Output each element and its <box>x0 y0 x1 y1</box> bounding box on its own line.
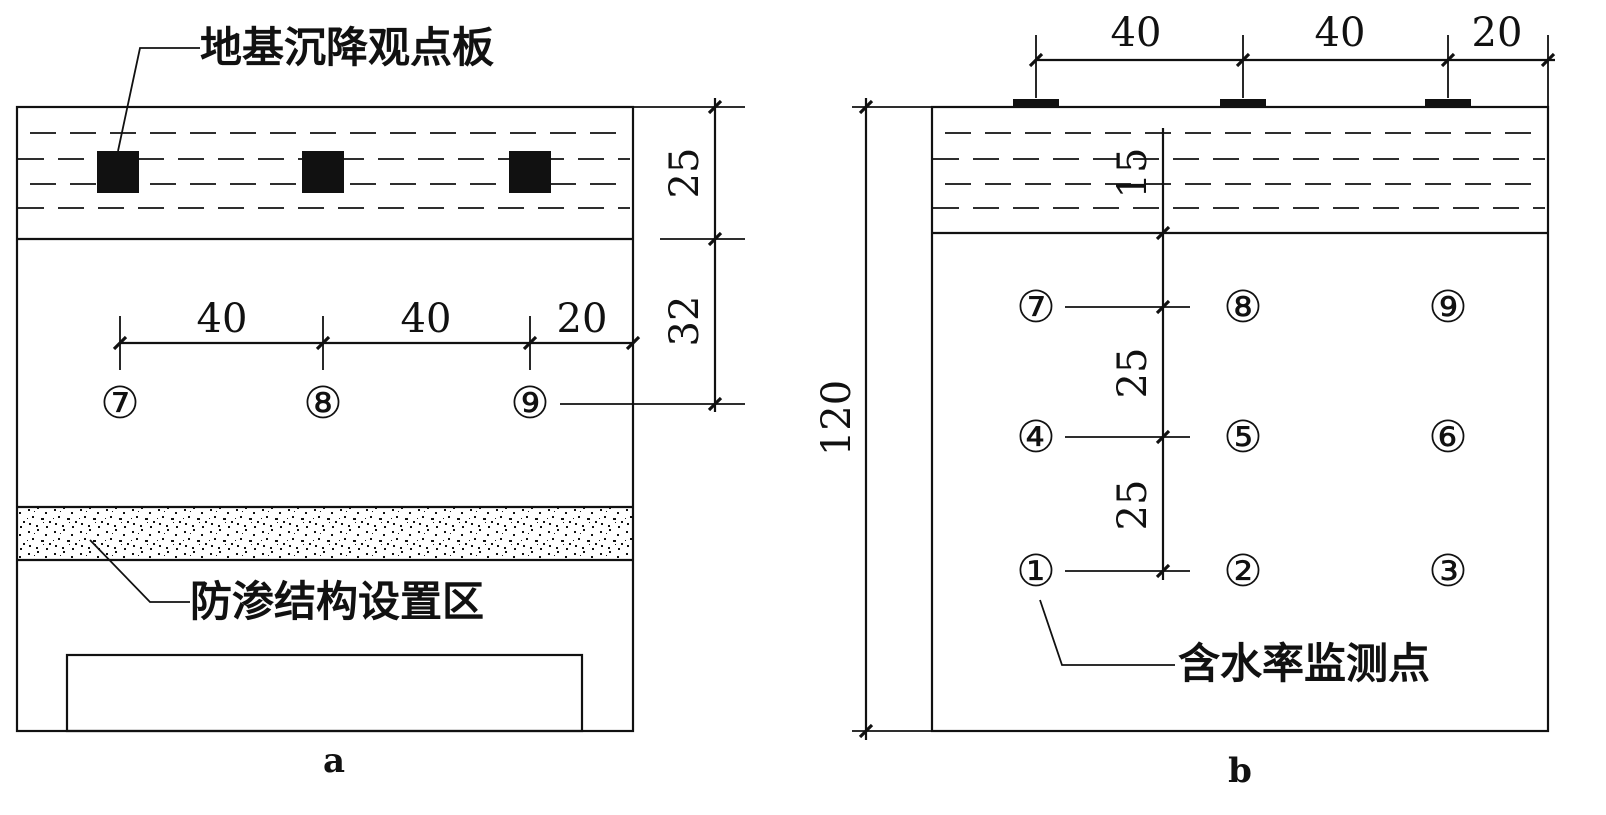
gravel-layer <box>65 653 584 733</box>
panel-a: 地基沉降观点板 防渗结构设置区 40 40 20 ⑦ ⑧ ⑨ 25 32 a <box>15 23 745 781</box>
panel-a-vdim-label: 32 <box>662 296 708 347</box>
panel-b-point-label: ⑦ <box>1016 282 1055 333</box>
panel-a-point-label: ⑦ <box>100 378 139 429</box>
panel-b-callout: 含水率监测点 <box>1178 639 1430 688</box>
settlement-plate <box>302 151 344 193</box>
seepage-layer <box>18 508 632 559</box>
dim-tick <box>315 335 331 351</box>
panel-a-callout-leader <box>117 47 200 152</box>
panel-b-dim-label: 20 <box>1472 10 1523 56</box>
panel-a-callout-top: 地基沉降观点板 <box>200 23 494 72</box>
panel-a-callout-leader <box>89 539 190 603</box>
dim-tick <box>707 231 723 247</box>
panel-b-point-label: ⑥ <box>1428 412 1467 463</box>
panel-a-dim-label: 40 <box>401 296 452 342</box>
panel-b-dim-label: 40 <box>1111 10 1162 56</box>
dim-tick <box>625 335 641 351</box>
dim-tick <box>522 335 538 351</box>
panel-a-point-label: ⑨ <box>510 378 549 429</box>
panel-b-point-label: ⑧ <box>1223 282 1262 333</box>
dim-tick <box>707 396 723 412</box>
settlement-plate <box>509 151 551 193</box>
panel-a-callout-bottom: 防渗结构设置区 <box>190 577 484 626</box>
dim-tick <box>1235 52 1251 68</box>
panel-a-point-label: ⑧ <box>303 378 342 429</box>
panel-b-point-label: ⑤ <box>1223 412 1262 463</box>
panel-b-vdim-label: 25 <box>1110 348 1156 399</box>
panel-a-vdim-label: 25 <box>662 148 708 199</box>
panel-a-dim-label: 40 <box>197 296 248 342</box>
panel-b-point-label: ⑨ <box>1428 282 1467 333</box>
panel-a-dim-label: 20 <box>557 296 608 342</box>
panel-b: 40 40 20 120 15 25 25 ⑦ ⑧ ⑨ ④ ⑤ ⑥ ① ② ③ <box>814 10 1556 791</box>
settlement-plate <box>97 151 139 193</box>
dim-tick <box>707 99 723 115</box>
panel-b-total-height: 120 <box>814 380 860 456</box>
panel-b-point-label: ① <box>1016 546 1055 597</box>
panel-b-dim-label: 40 <box>1315 10 1366 56</box>
dim-tick <box>1155 225 1171 241</box>
dim-tick <box>1028 52 1044 68</box>
panel-b-point-label: ② <box>1223 546 1262 597</box>
dim-tick <box>1540 52 1556 68</box>
dim-tick <box>858 723 874 739</box>
panel-b-callout-leader <box>1039 599 1175 666</box>
dim-tick <box>112 335 128 351</box>
panel-a-caption: a <box>323 741 345 781</box>
panel-b-point-label: ④ <box>1016 412 1055 463</box>
dim-tick <box>858 99 874 115</box>
panel-b-caption: b <box>1228 751 1252 791</box>
surface-plate <box>1425 99 1471 108</box>
dim-tick <box>1440 52 1456 68</box>
surface-plate <box>1220 99 1266 108</box>
panel-b-point-label: ③ <box>1428 546 1467 597</box>
surface-plate <box>1013 99 1059 108</box>
panel-b-vdim-label: 15 <box>1110 148 1156 199</box>
panel-b-vdim-label: 25 <box>1110 480 1156 531</box>
